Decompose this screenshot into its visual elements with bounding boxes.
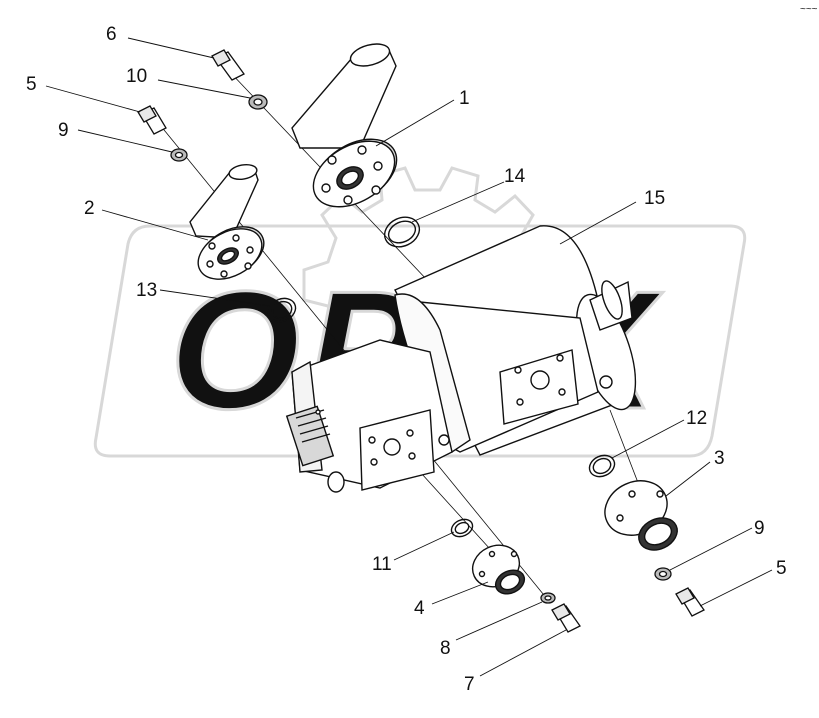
callout-1: 1	[459, 88, 470, 109]
o-ring-12	[588, 454, 616, 478]
corner-mark: ~~~	[800, 4, 818, 15]
pump-body	[285, 225, 637, 493]
callout-5-lower: 5	[776, 558, 787, 579]
o-ring-13	[267, 297, 297, 323]
part-4-flange	[471, 544, 526, 595]
o-ring-14	[383, 216, 421, 248]
callout-2: 2	[84, 198, 95, 219]
callout-12: 12	[686, 408, 707, 429]
callout-5-upper: 5	[26, 74, 37, 95]
callout-13: 13	[136, 280, 157, 301]
callout-10: 10	[126, 66, 147, 87]
watermark-frame	[93, 224, 747, 458]
callout-6: 6	[106, 24, 117, 45]
fasteners	[137, 49, 705, 633]
part-1-flange-pipe	[291, 43, 398, 208]
callout-4: 4	[414, 598, 425, 619]
callout-9-upper: 9	[58, 120, 69, 141]
callout-7: 7	[464, 674, 475, 695]
callout-15: 15	[644, 188, 665, 209]
callout-11: 11	[372, 554, 392, 575]
part-2-flange-pipe	[189, 163, 265, 280]
o-rings	[267, 216, 616, 538]
callouts: 6 10 5 9 1 14 15 2 13 12 3 9 5 11 4 8 7	[26, 24, 787, 695]
callout-8: 8	[440, 638, 451, 659]
callout-3: 3	[714, 448, 725, 469]
leader-lines	[45, 37, 773, 677]
part-3-flange	[604, 480, 678, 551]
callout-14: 14	[504, 166, 526, 187]
callout-9-lower: 9	[754, 518, 765, 539]
